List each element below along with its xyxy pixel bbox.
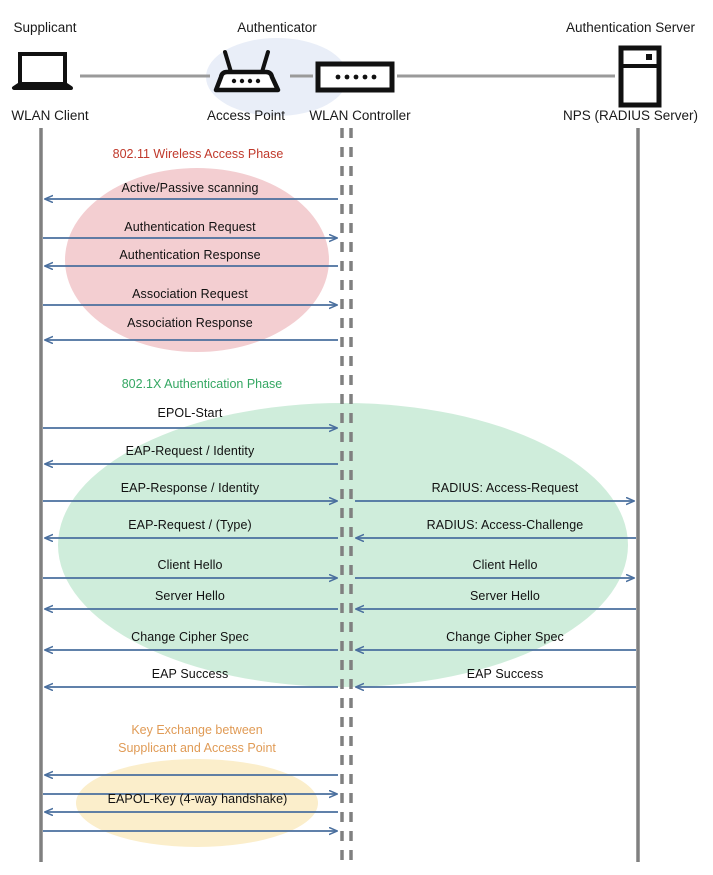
message-label-radius: Server Hello — [470, 589, 540, 603]
message-label-radius: RADIUS: Access-Challenge — [426, 518, 584, 532]
message-label: Server Hello — [155, 589, 225, 603]
node-label-wlan-client: WLAN Client — [11, 108, 89, 123]
phase-title-80211: 802.11 Wireless Access Phase — [112, 147, 284, 161]
authenticator-highlight-ellipse — [206, 38, 348, 116]
wlan-controller-icon — [315, 61, 395, 93]
access-point-icon — [213, 50, 281, 93]
message-label-radius: EAP Success — [466, 667, 544, 681]
phase-key-ellipse — [76, 759, 318, 847]
phase-8021x-ellipse — [58, 403, 628, 687]
node-label-access-point: Access Point — [206, 108, 286, 123]
message-label-radius: Client Hello — [472, 558, 538, 572]
node-label-wlan-controller: WLAN Controller — [309, 108, 411, 123]
phase-80211-ellipse — [65, 168, 329, 352]
message-label: Authentication Request — [124, 220, 256, 234]
node-label-nps-radius-server: NPS (RADIUS Server) — [562, 108, 699, 123]
message-label: EPOL-Start — [157, 406, 223, 420]
message-label: EAP-Response / Identity — [120, 481, 260, 495]
message-label: Client Hello — [157, 558, 223, 572]
message-label: Association Request — [132, 287, 248, 301]
message-label: EAP-Request / (Type) — [128, 518, 252, 532]
laptop-icon — [12, 52, 73, 90]
phase-title-8021x: 802.1X Authentication Phase — [121, 377, 283, 391]
message-label-radius: RADIUS: Access-Request — [431, 481, 579, 495]
message-label: Change Cipher Spec — [131, 630, 249, 644]
role-label-authenticator: Authenticator — [237, 20, 317, 35]
message-label: EAP-Request / Identity — [125, 444, 255, 458]
server-icon — [618, 45, 662, 108]
message-label-eapol-key: EAPOL-Key (4-way handshake) — [107, 792, 288, 806]
message-label: Association Response — [127, 316, 253, 330]
message-label: Active/Passive scanning — [121, 181, 259, 195]
message-label-radius: Change Cipher Spec — [446, 630, 564, 644]
message-label: EAP Success — [151, 667, 229, 681]
phase-title-key-exchange-line2: Supplicant and Access Point — [118, 741, 276, 755]
role-label-authentication-server: Authentication Server — [565, 20, 696, 35]
phase-title-key-exchange: Key Exchange between Supplicant and Acce… — [82, 721, 312, 757]
role-label-supplicant: Supplicant — [13, 20, 77, 35]
message-label: Authentication Response — [119, 248, 261, 262]
phase-title-key-exchange-line1: Key Exchange between — [131, 723, 263, 737]
